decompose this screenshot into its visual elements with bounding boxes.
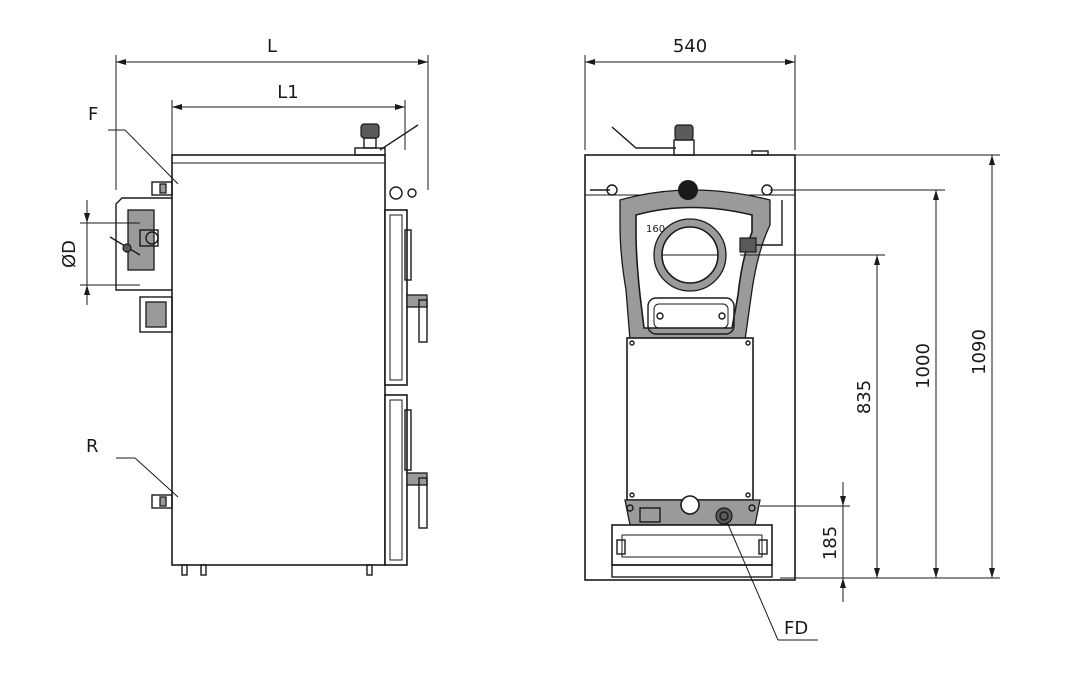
label-R: R bbox=[86, 436, 99, 457]
upper-door-side bbox=[384, 209, 428, 386]
flow-leader: F bbox=[88, 104, 179, 185]
lever-handle-front bbox=[611, 126, 676, 149]
label-L1: L1 bbox=[277, 82, 298, 103]
flue-marking: 160 bbox=[646, 224, 665, 235]
dimension-1090: 1090 bbox=[969, 155, 995, 578]
dimension-L1: L1 bbox=[171, 82, 406, 155]
label-FD: FD bbox=[784, 618, 808, 639]
return-leader: R bbox=[86, 436, 179, 498]
flow-connection bbox=[151, 181, 173, 196]
drain-valve bbox=[715, 507, 733, 525]
base-frame bbox=[611, 524, 773, 578]
side-body bbox=[171, 154, 386, 566]
lower-door-side bbox=[384, 394, 428, 566]
label-diameter-D: ØD bbox=[59, 240, 80, 268]
label-185: 185 bbox=[820, 526, 841, 560]
dimension-width: 540 bbox=[584, 36, 796, 150]
cast-iron-section: 160 bbox=[590, 180, 783, 341]
inspection-plate bbox=[647, 297, 735, 335]
dimension-835: 835 bbox=[854, 255, 880, 578]
lower-section bbox=[624, 495, 761, 526]
lower-rear-box bbox=[139, 296, 173, 333]
dimension-1000: 1000 bbox=[913, 190, 939, 578]
return-connection bbox=[151, 494, 173, 509]
label-835: 835 bbox=[854, 380, 875, 414]
label-L: L bbox=[267, 36, 277, 57]
label-1090: 1090 bbox=[969, 329, 990, 375]
flue-outlet-side bbox=[109, 197, 172, 291]
front-panel bbox=[626, 337, 754, 501]
dimension-185: 185 bbox=[820, 482, 846, 602]
drain-leader: FD bbox=[726, 521, 818, 641]
label-F: F bbox=[88, 104, 98, 125]
safety-valve-front bbox=[673, 124, 695, 156]
label-width: 540 bbox=[673, 36, 707, 57]
lever-handle-side bbox=[379, 124, 419, 151]
dimension-L: L bbox=[115, 36, 429, 190]
label-1000: 1000 bbox=[913, 343, 934, 389]
dimension-diameter-D: ØD bbox=[59, 200, 140, 305]
front-view: 160 bbox=[584, 36, 1000, 641]
safety-valve-side bbox=[354, 123, 386, 156]
side-view: L L1 F R ØD bbox=[59, 36, 429, 576]
